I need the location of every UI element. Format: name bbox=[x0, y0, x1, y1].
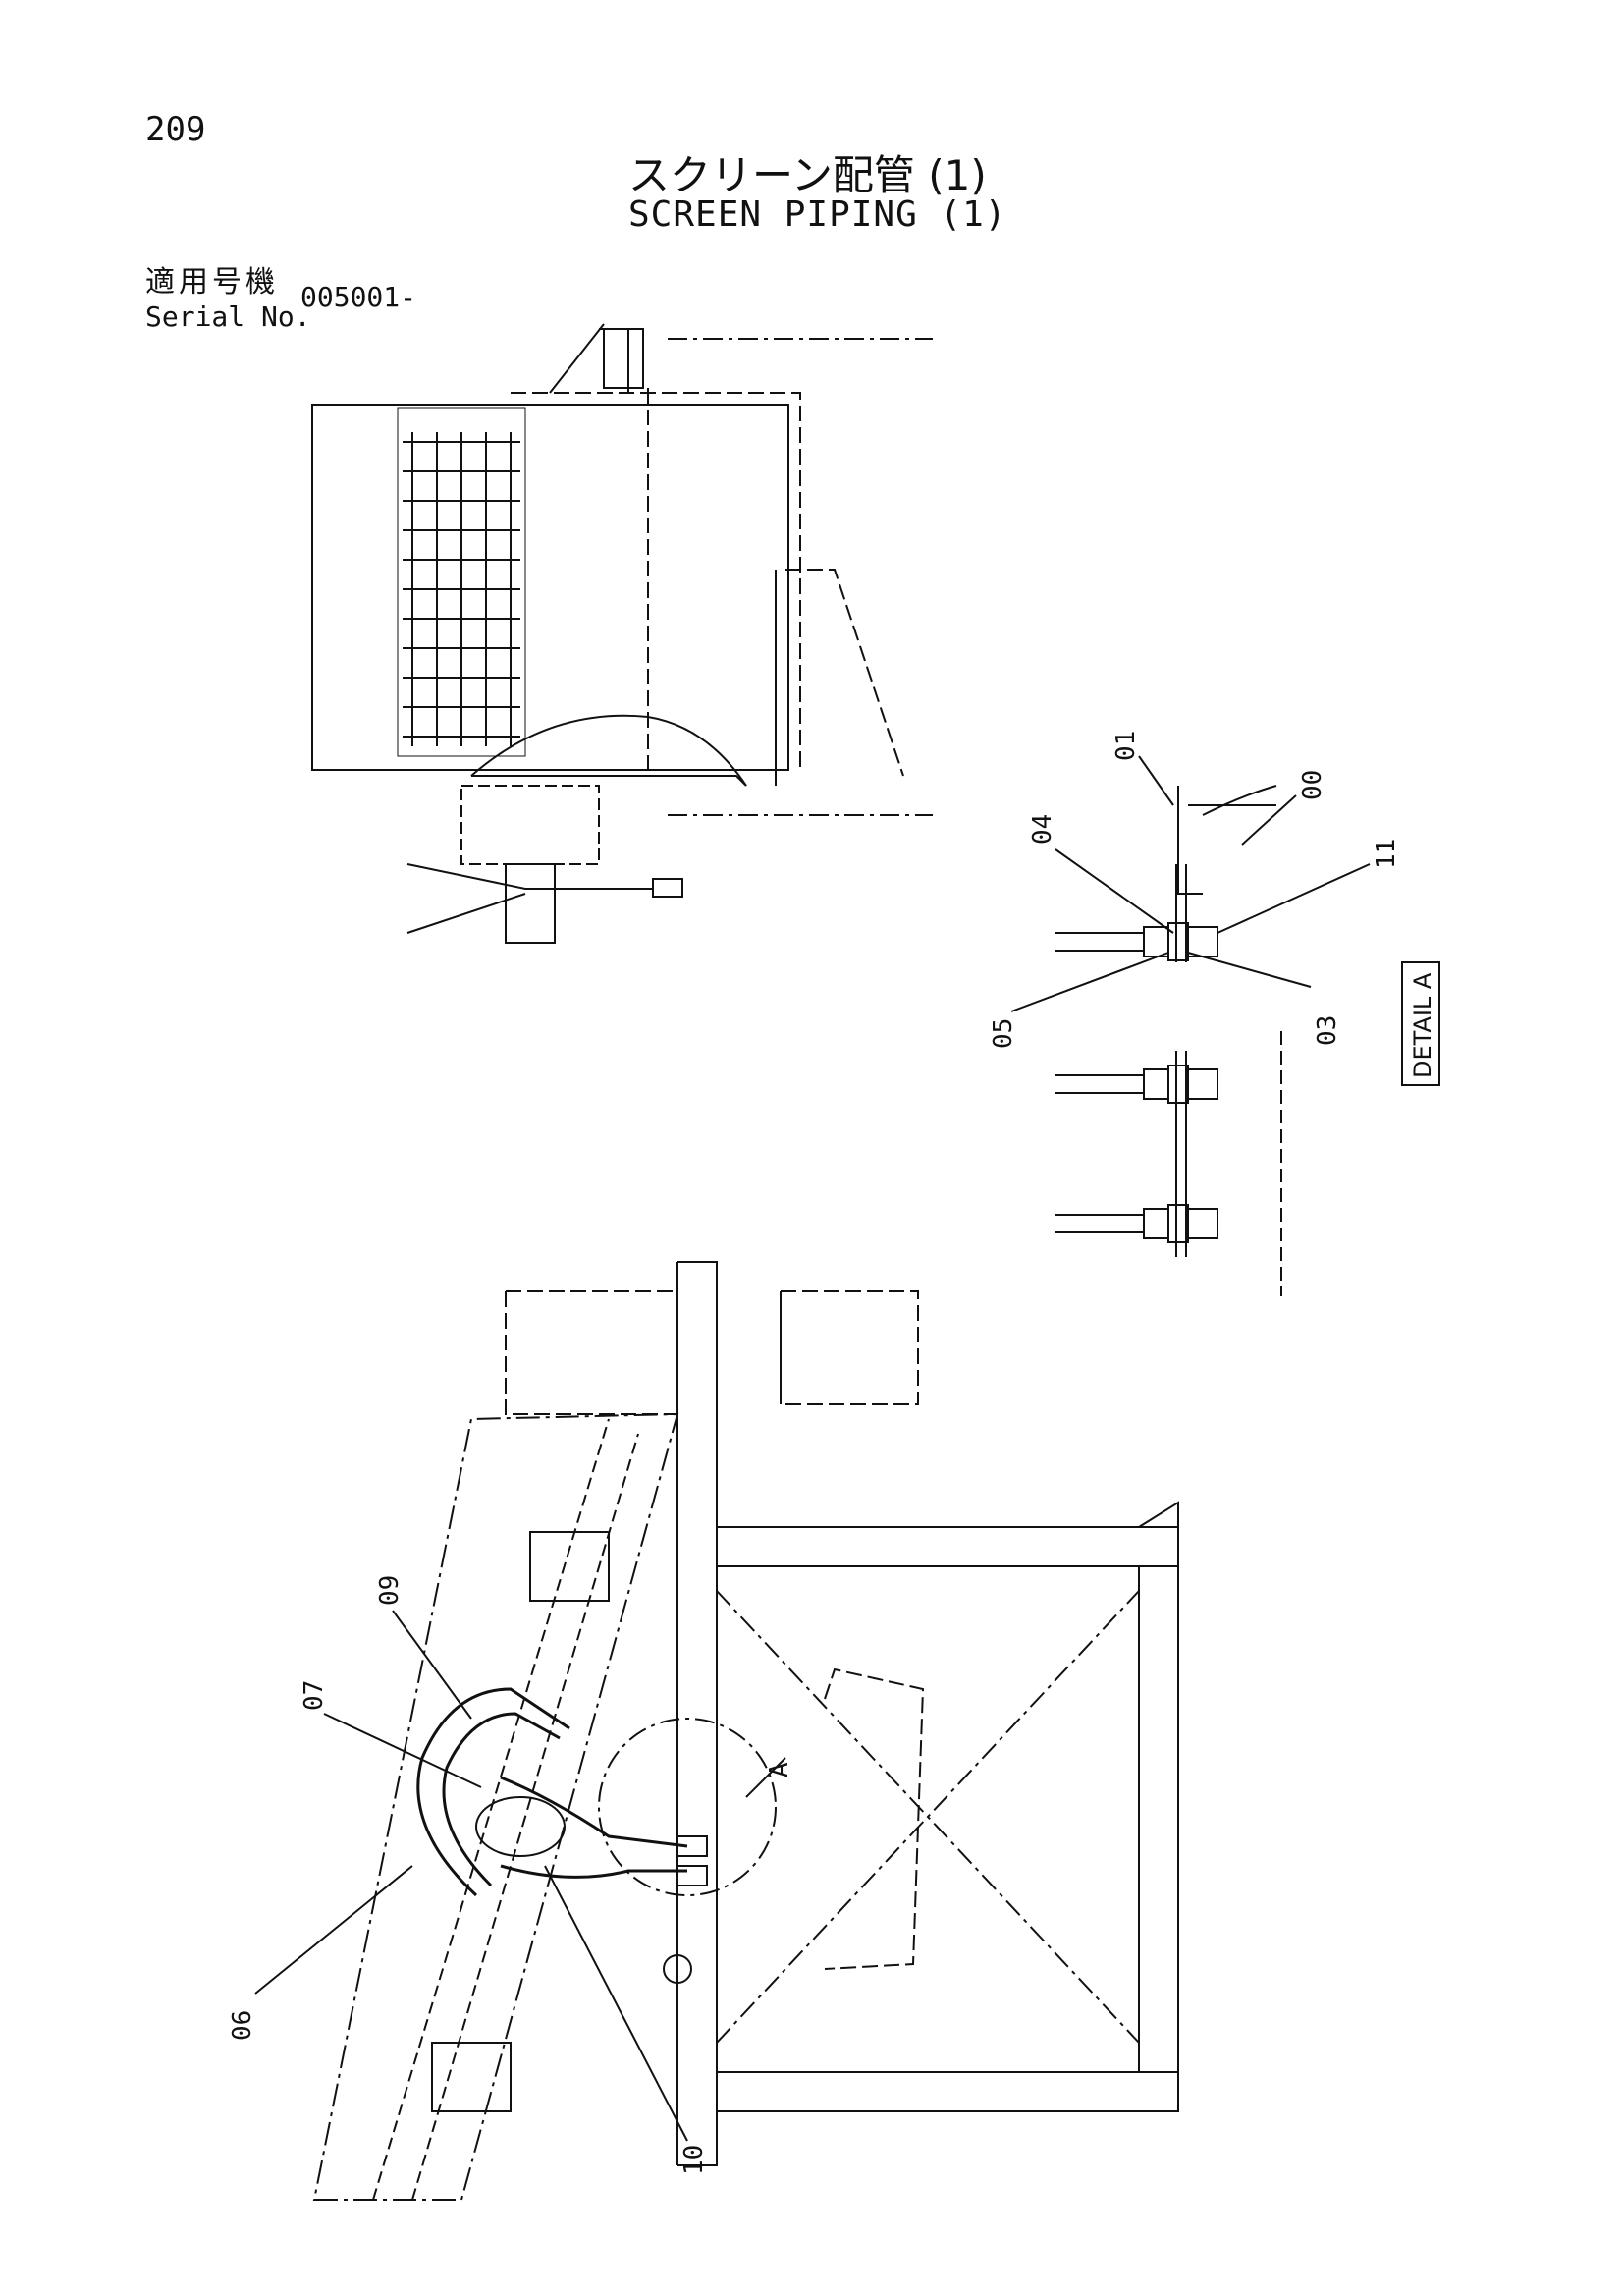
serial-label-english: Serial No. bbox=[145, 301, 311, 333]
page-number: 209 bbox=[145, 110, 206, 149]
frame-cross-beam bbox=[716, 1526, 1179, 1567]
hose-fitting-top bbox=[652, 878, 683, 898]
frame-base-beam bbox=[716, 2071, 1179, 2112]
title-english: SCREEN PIPING (1) bbox=[628, 194, 1007, 235]
hose-upper bbox=[406, 863, 653, 890]
callout-05: 05 bbox=[989, 1018, 1018, 1049]
callout-07: 07 bbox=[299, 1680, 329, 1711]
coupling-2 bbox=[1055, 1065, 1218, 1104]
side-view-assembly bbox=[254, 1261, 1179, 2201]
detail-label-box bbox=[1401, 961, 1440, 1086]
screen-mesh bbox=[403, 432, 520, 746]
motor-housing bbox=[460, 785, 600, 865]
coupling-3 bbox=[1055, 1204, 1218, 1243]
callout-00: 00 bbox=[1298, 770, 1327, 800]
leader-04 bbox=[1055, 848, 1174, 934]
detail-a-view bbox=[1010, 755, 1440, 1296]
leader-03 bbox=[1187, 952, 1312, 988]
motor-fitting-lower bbox=[676, 1865, 708, 1886]
detail-a-label: DETAIL A bbox=[1409, 972, 1436, 1078]
leader-05 bbox=[1010, 952, 1169, 1012]
bearing-block-lower bbox=[431, 2042, 512, 2112]
leader-10 bbox=[544, 1865, 688, 2142]
hydraulic-motor bbox=[475, 1796, 566, 1857]
motor-fitting-upper bbox=[676, 1835, 708, 1857]
drive-pulley-circle bbox=[598, 1718, 777, 1896]
serial-label-japanese: 適用号機 bbox=[145, 265, 279, 300]
callout-09: 09 bbox=[375, 1575, 405, 1606]
top-view-assembly bbox=[311, 323, 933, 944]
title-japanese: スクリーン配管 (1) bbox=[628, 151, 987, 199]
screen-frame-inner bbox=[397, 407, 526, 757]
screen-housing-outline bbox=[311, 404, 789, 771]
callout-03: 03 bbox=[1313, 1015, 1342, 1046]
main-frame-post bbox=[677, 1261, 718, 2166]
leader-00 bbox=[1241, 794, 1297, 846]
callout-10: 10 bbox=[679, 2145, 709, 2175]
leader-a bbox=[745, 1757, 786, 1798]
frame-rear-post bbox=[1138, 1565, 1179, 2073]
callout-04: 04 bbox=[1028, 814, 1057, 845]
bracket bbox=[1177, 786, 1203, 895]
pivot-pin bbox=[663, 1954, 692, 1984]
callout-01: 01 bbox=[1111, 731, 1141, 761]
leader-09 bbox=[392, 1610, 472, 1720]
hose-loop-inner bbox=[442, 1712, 561, 1887]
leader-06 bbox=[254, 1865, 413, 1995]
callout-11: 11 bbox=[1372, 839, 1401, 869]
leader-07 bbox=[323, 1713, 482, 1788]
frame-dashed bbox=[511, 392, 801, 771]
screen-deck bbox=[312, 1412, 679, 2201]
coupling-1 bbox=[1055, 922, 1218, 961]
view-marker-a: A bbox=[765, 1762, 794, 1777]
bearing-block-upper bbox=[529, 1531, 610, 1602]
hose-loop-outer bbox=[416, 1687, 570, 1897]
spring-coil bbox=[603, 328, 644, 389]
hose-lower bbox=[406, 893, 526, 934]
callout-06: 06 bbox=[228, 2010, 257, 2041]
leader-01 bbox=[1138, 755, 1174, 806]
motor-body bbox=[505, 863, 556, 944]
serial-number: 005001- bbox=[300, 281, 417, 313]
leader-11 bbox=[1217, 863, 1371, 934]
